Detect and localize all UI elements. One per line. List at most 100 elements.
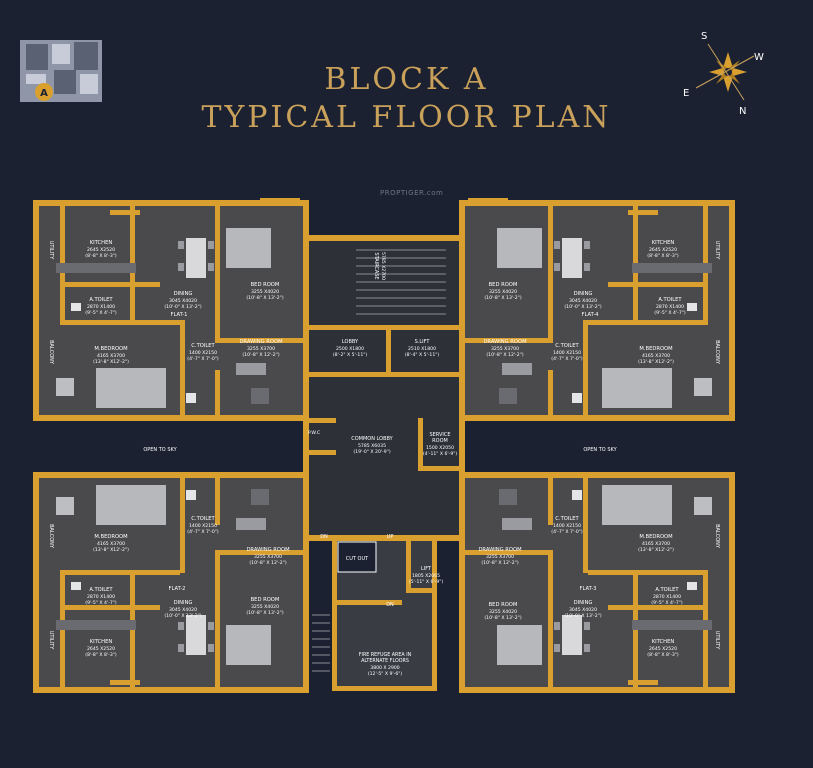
balcony-chair <box>56 497 74 515</box>
flat-1-dining-metric: 3045 X4020 <box>169 298 197 304</box>
dining-table <box>562 238 582 278</box>
kitchen-counter <box>56 620 136 630</box>
flat-2-atoilet-name: A.TOILET <box>89 587 113 593</box>
coffee-table <box>499 388 517 404</box>
walls <box>33 198 735 693</box>
refuge-imperial: (12'-5" X 9'-6") <box>368 671 403 677</box>
pwc-label: P.W.C <box>308 430 320 436</box>
flat-2-bedroom-imperial: (10'-8" X 13'-2") <box>246 610 283 616</box>
toilet-fixture <box>572 490 582 500</box>
flat-1-dining-imperial: (10'-0" X 13'-2") <box>164 304 201 310</box>
toilet-fixture <box>71 303 81 311</box>
dining-chair <box>208 622 214 630</box>
toilet-fixture <box>71 582 81 590</box>
flat-3-dining-metric: 3045 X4020 <box>569 607 597 613</box>
flat-2-ctoilet-name: C.TOILET <box>191 516 215 522</box>
flat-2-mbedroom-metric: 4165 X3700 <box>97 541 125 547</box>
flat-2-ctoilet-metric: 1400 X2150 <box>189 523 217 529</box>
flat-4-atoilet-imperial: (9'-5" X 4'-7") <box>654 310 686 316</box>
flat-3-drawing-metric: 3255 X3700 <box>486 554 514 560</box>
wall <box>468 688 508 693</box>
wall <box>215 370 220 418</box>
sofa <box>502 518 532 530</box>
open-to-sky-right <box>462 421 732 472</box>
flat-2-kitchen-name: KITCHEN <box>90 639 113 645</box>
flat-4-bedroom-imperial: (10'-8" X 13'-2") <box>484 295 521 301</box>
bed <box>226 625 271 665</box>
bed <box>497 625 542 665</box>
flat-1-kitchen-metric: 2645 X2520 <box>87 247 115 253</box>
wall <box>306 450 336 455</box>
wall <box>215 550 220 690</box>
flat-3-ctoilet-name: C.TOILET <box>555 516 579 522</box>
open-to-sky-right-label: OPEN TO SKY <box>583 447 617 453</box>
flat-4-kitchen-imperial: (8'-8" X 8'-3") <box>647 253 679 259</box>
stair-up-label: UP <box>387 534 394 540</box>
service-lift-imperial: (8'-4" X 5'-11") <box>405 352 440 358</box>
wall <box>260 688 300 693</box>
flat-4-mbedroom-name: M.BEDROOM <box>639 346 672 352</box>
dining-chair <box>178 622 184 630</box>
flat-1-balcony-label: BALCONY <box>48 340 54 365</box>
master-bed <box>602 368 672 408</box>
flat-1-kitchen-imperial: (8'-8" X 8'-3") <box>85 253 117 259</box>
flat-2-bedroom-metric: 3255 X4020 <box>251 604 279 610</box>
wall <box>215 338 305 343</box>
cutout-label: CUT OUT <box>346 556 369 562</box>
open-to-sky-left-label: OPEN TO SKY <box>143 447 177 453</box>
wall <box>306 372 462 377</box>
wall <box>60 282 160 287</box>
wall <box>110 210 140 215</box>
wall <box>462 338 552 343</box>
service-room-imperial: (4'-11" X 6'-9") <box>423 451 458 457</box>
flat-2-atoilet-imperial: (9'-5" X 4'-7") <box>85 600 117 606</box>
toilet-fixture <box>687 582 697 590</box>
toilet-fixture <box>186 490 196 500</box>
flat-1-kitchen-name: KITCHEN <box>90 240 113 246</box>
flat-3-bedroom-name: BED ROOM <box>489 602 518 608</box>
flat-4-drawing-imperial: (10'-8" X 12'-2") <box>486 352 523 358</box>
wall <box>432 538 437 688</box>
dining-table <box>186 238 206 278</box>
flat-4-utility-label: UTILITY <box>714 241 720 261</box>
compass-w: W <box>754 52 764 63</box>
flat-2-drawing-imperial: (10'-8" X 12'-2") <box>249 560 286 566</box>
wall <box>548 370 553 418</box>
flat-2-drawing-metric: 3255 X3700 <box>254 554 282 560</box>
sofa <box>502 363 532 375</box>
refuge-metric: 3800 X 2900 <box>370 665 400 671</box>
flat-4-label: FLAT-4 <box>581 312 599 318</box>
flat-3-drawing-imperial: (10'-8" X 12'-2") <box>481 560 518 566</box>
flat-2-dining-name: DINING <box>174 600 193 606</box>
core-floor <box>306 238 462 538</box>
flat-2-bedroom-name: BED ROOM <box>251 597 280 603</box>
flat-1-atoilet-name: A.TOILET <box>89 297 113 303</box>
flat-4-mbedroom-metric: 4165 X3700 <box>642 353 670 359</box>
flat-4-balcony-label: BALCONY <box>714 340 720 365</box>
service-room-metric: 1500 X2050 <box>426 445 454 451</box>
service-room-name-line1: SERVICE <box>429 432 450 438</box>
key-plan-thumbnail: A <box>20 40 102 102</box>
wall <box>180 475 185 573</box>
flat-1-dining-name: DINING <box>174 291 193 297</box>
flat-1-drawing-imperial: (10'-8" X 12'-2") <box>242 352 279 358</box>
wall <box>608 282 708 287</box>
flat-2-label: FLAT-2 <box>168 586 185 592</box>
core-outer-wall <box>303 235 465 541</box>
coffee-table <box>499 489 517 505</box>
dining-chair <box>584 622 590 630</box>
wall <box>60 570 180 575</box>
master-bed <box>602 485 672 525</box>
cutout-box <box>337 541 377 573</box>
dining-chair <box>554 263 560 271</box>
flat-3-dining-imperial: (10'-0" X 13'-2") <box>564 613 601 619</box>
flat-4-atoilet-metric: 2870 X1400 <box>656 304 684 310</box>
refuge-line1: FIRE REFUGE AREA IN <box>359 652 412 658</box>
lobby-metric: 2500 X1800 <box>336 346 364 352</box>
flat-4-dining-imperial: (10'-0" X 13'-2") <box>564 304 601 310</box>
flat-3-kitchen-name: KITCHEN <box>652 639 675 645</box>
flat-2-dining-metric: 3045 X4020 <box>169 607 197 613</box>
coffee-table <box>251 388 269 404</box>
